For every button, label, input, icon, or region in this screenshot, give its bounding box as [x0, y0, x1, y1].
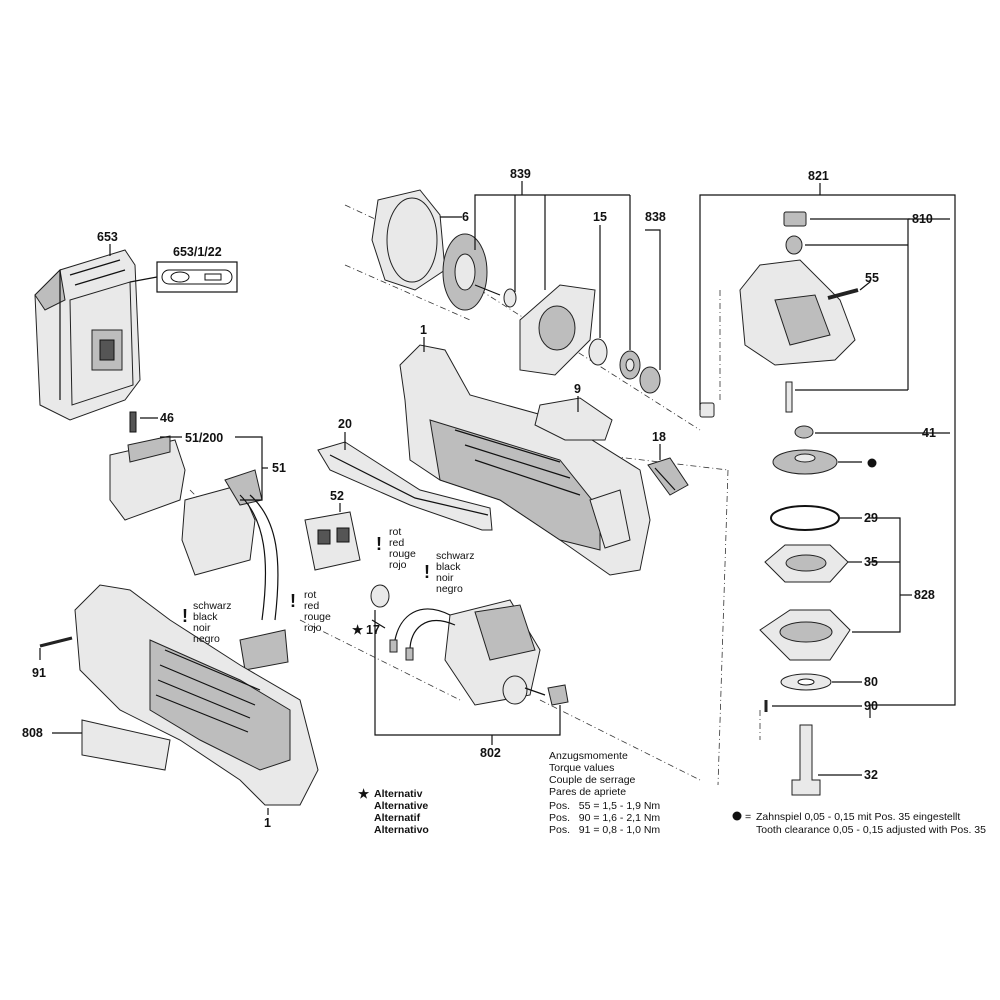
part-821: 821 [808, 169, 829, 183]
note-de: Zahnspiel 0,05 - 0,15 mit Pos. 35 einges… [756, 811, 960, 823]
wire-red-es: rojo [304, 622, 322, 634]
warning-icon: ! [424, 562, 430, 582]
motor-red-fr: rouge [389, 548, 416, 560]
part-1-top: 1 [420, 323, 427, 337]
leader-lines [39, 181, 956, 815]
warning-icon: ! [290, 591, 296, 611]
part-90: 90 [864, 699, 878, 713]
part-828: 828 [914, 588, 935, 602]
torque-row: Pos. 91 = 0,8 - 1,0 Nm [549, 824, 660, 836]
part-1-bottom: 1 [264, 816, 271, 830]
part-51: 51 [272, 461, 286, 475]
part-35: 35 [864, 555, 878, 569]
motor-red-de: rot [389, 526, 401, 538]
part-number-labels: 653 653/1/22 46 51/200 51 52 20 1 9 18 6… [22, 167, 936, 830]
battery-pack-drawing [34, 249, 141, 421]
part-51-200: 51/200 [185, 431, 223, 445]
motor-black-es: negro [436, 583, 463, 595]
wire-red-fr: rouge [304, 611, 331, 623]
motor-red-en: red [389, 537, 404, 549]
part-810: 810 [912, 212, 933, 226]
wire-black-fr: noir [193, 622, 211, 634]
alternative-legend: ★ Alternativ Alternative Alternatif Alte… [358, 787, 429, 836]
alternative-en: Alternative [374, 800, 428, 812]
torque-row: Pos. 55 = 1,5 - 1,9 Nm [549, 800, 660, 812]
tooth-clearance-bullet-icon [867, 458, 877, 468]
part-653: 653 [97, 230, 118, 244]
part-839: 839 [510, 167, 531, 181]
part-46: 46 [160, 411, 174, 425]
torque-row: Pos. 90 = 1,6 - 2,1 Nm [549, 812, 660, 824]
part-808: 808 [22, 726, 43, 740]
part-6: 6 [462, 210, 469, 224]
part-653-1-22: 653/1/22 [173, 245, 222, 259]
wire-black-es: negro [193, 633, 220, 645]
warning-icon: ! [376, 534, 382, 554]
wire-black-en: black [193, 611, 218, 623]
part-9: 9 [574, 382, 581, 396]
fan-and-pinion-drawing [371, 189, 517, 311]
motor-red-es: rojo [389, 559, 407, 571]
part-55: 55 [865, 271, 879, 285]
alternative-de: Alternativ [374, 788, 423, 800]
part-18: 18 [652, 430, 666, 444]
warning-icon: ! [182, 606, 188, 626]
tooth-clearance-note: = Zahnspiel 0,05 - 0,15 mit Pos. 35 eing… [732, 811, 986, 836]
switch-assembly-drawing [109, 411, 289, 671]
motor-black-en: black [436, 561, 461, 573]
part-29: 29 [864, 511, 878, 525]
plate-18-drawing [647, 457, 689, 496]
note-equals: = [745, 811, 751, 823]
wire-labels-motor: ! rot red rouge rojo ! schwarz black noi… [376, 526, 475, 595]
gear-head-drawing [699, 211, 859, 439]
wire-red-en: red [304, 600, 319, 612]
torque-title-en: Torque values [549, 762, 614, 774]
wire-red-de: rot [304, 589, 316, 601]
motor-black-fr: noir [436, 572, 454, 584]
alternative-fr: Alternatif [374, 812, 421, 824]
alternative-es: Alternativo [374, 824, 429, 836]
torque-title-de: Anzugsmomente [549, 750, 628, 762]
part-32: 32 [864, 768, 878, 782]
torque-title-es: Pares de apriete [549, 786, 626, 798]
star-icon: ★ [358, 787, 370, 801]
torque-values-table: Anzugsmomente Torque values Couple de se… [549, 750, 660, 836]
note-en: Tooth clearance 0,05 - 0,15 adjusted wit… [756, 824, 986, 836]
note-bullet-icon [732, 811, 742, 821]
part-802: 802 [480, 746, 501, 760]
bearing-flange-drawing [519, 284, 661, 394]
wire-labels-switch: ! schwarz black noir negro ! rot red rou… [182, 589, 331, 645]
main-housing-drawing [399, 344, 651, 576]
bevel-gear-stack-drawing [759, 449, 851, 796]
part-838: 838 [645, 210, 666, 224]
part-20: 20 [338, 417, 352, 431]
shield-strip-drawing [534, 397, 613, 441]
part-17: 17 [366, 623, 380, 637]
motor-black-de: schwarz [436, 550, 475, 562]
part-91: 91 [32, 666, 46, 680]
part-15: 15 [593, 210, 607, 224]
brush-block-drawing [304, 511, 361, 571]
wire-black-de: schwarz [193, 600, 232, 612]
part-52: 52 [330, 489, 344, 503]
torque-title-fr: Couple de serrage [549, 774, 636, 786]
battery-label-callout [129, 261, 238, 293]
housing-clip-drawing [317, 441, 493, 531]
part-80: 80 [864, 675, 878, 689]
part-17-star: ★ [352, 623, 364, 637]
motor-drawing [370, 584, 569, 706]
part-41: 41 [922, 426, 936, 440]
grip-housing-drawing [39, 584, 319, 806]
